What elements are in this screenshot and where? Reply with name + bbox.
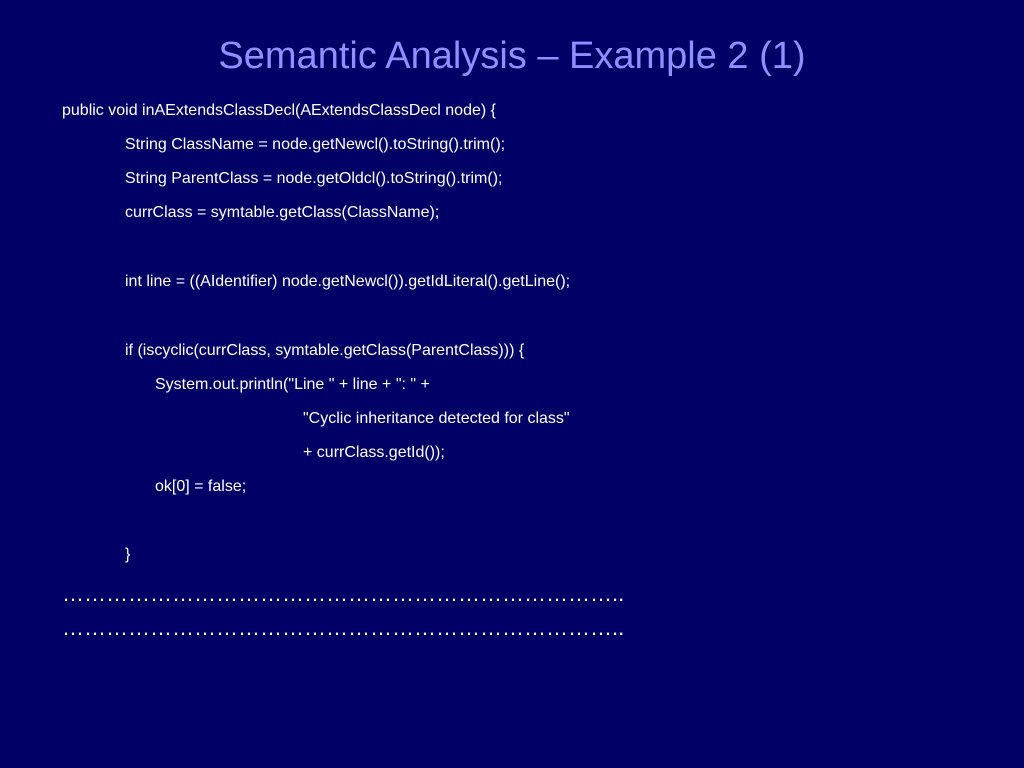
code-line-classname: String ClassName = node.getNewcl().toStr… xyxy=(125,136,506,153)
ellipsis-line-1: ………………………………………………………………….. xyxy=(62,581,625,606)
code-line-getid: + currClass.getId()); xyxy=(303,444,445,461)
code-line-currclass: currClass = symtable.getClass(ClassName)… xyxy=(125,204,440,221)
code-line-method-signature: public void inAExtendsClassDecl(AExtends… xyxy=(62,102,496,119)
code-line-int-line: int line = ((AIdentifier) node.getNewcl(… xyxy=(125,273,571,290)
code-line-parentclass: String ParentClass = node.getOldcl().toS… xyxy=(125,170,503,187)
code-line-cyclic-message: "Cyclic inheritance detected for class" xyxy=(303,410,570,427)
ellipsis-line-2: ………………………………………………………………….. xyxy=(62,615,625,640)
code-line-ok-false: ok[0] = false; xyxy=(155,478,247,495)
slide-title: Semantic Analysis – Example 2 (1) xyxy=(218,35,806,77)
code-line-closing-brace: } xyxy=(125,546,131,563)
code-line-println: System.out.println("Line " + line + ": "… xyxy=(155,376,430,393)
code-line-if-iscyclic: if (iscyclic(currClass, symtable.getClas… xyxy=(125,342,525,359)
